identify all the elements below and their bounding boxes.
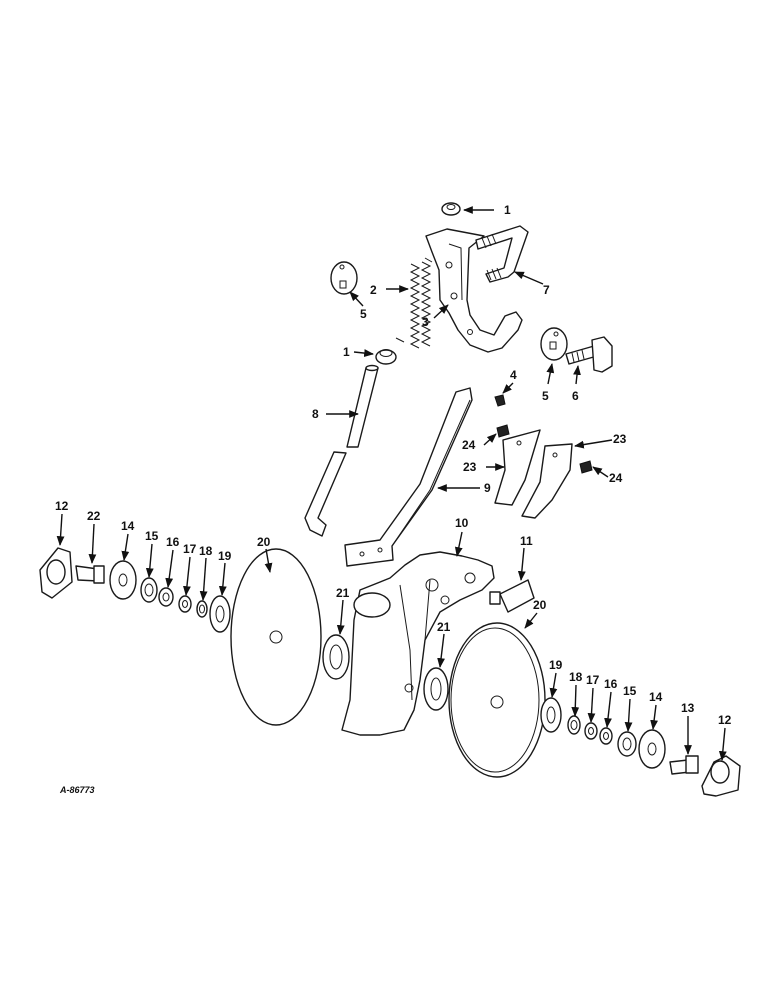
callout-12: 12	[55, 499, 69, 513]
part-21-washer-left	[322, 634, 350, 680]
callout-10: 10	[455, 516, 469, 530]
callout-leaders	[56, 206, 727, 761]
callout-18: 18	[569, 670, 583, 684]
part-9-shank	[344, 387, 473, 567]
part-1-nut-lower	[375, 349, 397, 365]
callout-14: 14	[649, 690, 663, 704]
drawing-reference-number: A-86773	[59, 785, 95, 795]
callout-23: 23	[463, 460, 477, 474]
callout-20: 20	[257, 535, 271, 549]
callout-24: 24	[609, 471, 623, 485]
callout-13: 13	[681, 701, 695, 715]
callout-20: 20	[533, 598, 547, 612]
callout-15: 15	[623, 684, 637, 698]
part-8-tube	[304, 364, 379, 537]
part-16-seal-right	[599, 727, 613, 745]
part-20-disc-left	[230, 548, 322, 726]
callout-17: 17	[183, 542, 197, 556]
part-17-ring-left	[178, 595, 192, 613]
callout-14: 14	[121, 519, 135, 533]
part-1-nut-top	[441, 202, 461, 216]
part-20-disc-right	[448, 622, 546, 778]
part-12-hub-cap-right	[701, 755, 741, 797]
part-5-washer-right	[540, 327, 568, 361]
part-3-bracket	[425, 228, 523, 353]
part-23-scraper-right	[521, 443, 573, 519]
part-14-hub-right	[638, 729, 666, 769]
callout-11: 11	[520, 534, 533, 548]
part-23-scraper-left	[494, 429, 541, 506]
part-24-bolt-upper	[496, 424, 510, 438]
part-13-bolt-right	[669, 755, 699, 775]
part-2-spring	[395, 257, 433, 349]
part-22-bolt-left	[75, 565, 105, 584]
callout-3: 3	[422, 315, 429, 329]
callout-4: 4	[510, 368, 517, 382]
callout-7: 7	[543, 283, 550, 297]
callout-16: 16	[604, 677, 618, 691]
part-6-bolt	[565, 336, 613, 373]
callout-12: 12	[718, 713, 732, 727]
callout-19: 19	[218, 549, 232, 563]
callout-16: 16	[166, 535, 180, 549]
part-18-collar-left	[196, 600, 208, 618]
callout-9: 9	[484, 481, 491, 495]
part-4-small-nut	[494, 394, 506, 407]
part-12-hub-cap-left	[39, 547, 73, 599]
callout-labels: 1 2 3 5 7 1 4 5 6 8 24 23 23 24 9 10 11 …	[55, 203, 732, 727]
part-21-washer-right	[423, 667, 449, 711]
part-15-bearing-right	[617, 731, 637, 757]
part-24-bolt-right	[579, 460, 593, 474]
part-11-clip	[489, 579, 535, 613]
part-15-bearing-left	[140, 577, 158, 603]
callout-5: 5	[360, 307, 367, 321]
part-16-seal-left	[158, 587, 174, 607]
part-14-hub-left	[109, 560, 137, 600]
callout-21: 21	[336, 586, 350, 600]
callout-22: 22	[87, 509, 101, 523]
part-19-flange-left	[209, 595, 231, 633]
callout-19: 19	[549, 658, 563, 672]
part-18-collar-right	[567, 715, 581, 735]
part-17-ring-right	[584, 722, 598, 740]
part-19-flange-right	[540, 697, 562, 733]
part-5-washer-left	[330, 261, 358, 295]
callout-24: 24	[462, 438, 476, 452]
callout-21: 21	[437, 620, 451, 634]
callout-18: 18	[199, 544, 213, 558]
part-10-frame	[341, 551, 495, 736]
callout-6: 6	[572, 389, 579, 403]
callout-2: 2	[370, 283, 377, 297]
callout-5: 5	[542, 389, 549, 403]
callout-23: 23	[613, 432, 627, 446]
callout-8: 8	[312, 407, 319, 421]
callout-1: 1	[343, 345, 350, 359]
callout-17: 17	[586, 673, 600, 687]
callout-1: 1	[504, 203, 511, 217]
callout-15: 15	[145, 529, 159, 543]
part-7-u-bolt	[475, 225, 529, 283]
